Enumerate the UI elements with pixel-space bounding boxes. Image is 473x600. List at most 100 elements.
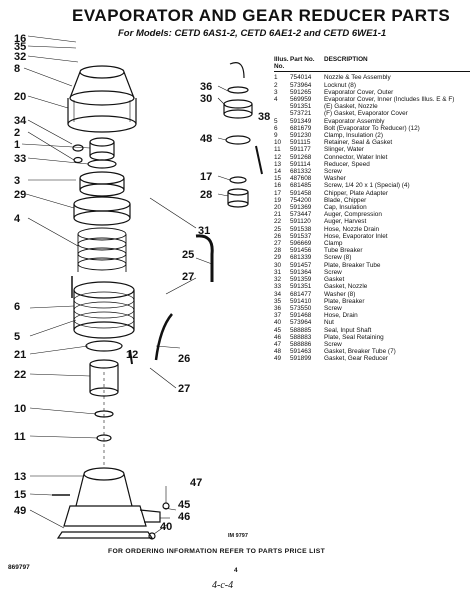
cell-part: 591265 bbox=[290, 88, 312, 96]
col-part: Part No. bbox=[290, 56, 315, 63]
cell-illus: 6 bbox=[274, 124, 278, 132]
cell-desc: Hose, Evaporator Inlet bbox=[324, 232, 388, 240]
cell-desc: Gasket, Gear Reducer bbox=[324, 355, 388, 363]
cell-part: 573721 bbox=[290, 110, 312, 118]
cell-desc: Screw bbox=[324, 304, 342, 312]
cell-desc: Evaporator Assembly bbox=[324, 117, 385, 125]
cell-illus: 45 bbox=[274, 326, 282, 334]
cell-desc: Connector, Water Inlet bbox=[324, 153, 388, 161]
cell-part: 591457 bbox=[290, 261, 312, 269]
callout-2: 2 bbox=[14, 127, 21, 139]
cell-part: 681332 bbox=[290, 168, 312, 176]
cell-part: 591351 bbox=[290, 103, 312, 111]
callout-25: 25 bbox=[182, 249, 195, 261]
part-hose-inlet bbox=[154, 313, 173, 361]
cell-illus: 33 bbox=[274, 283, 282, 291]
page-number: 4 bbox=[234, 567, 238, 574]
cell-illus: 25 bbox=[274, 225, 282, 233]
part-washer bbox=[72, 144, 84, 152]
col-desc: DESCRIPTION bbox=[324, 56, 368, 63]
cell-illus: 13 bbox=[274, 160, 282, 168]
cell-illus bbox=[274, 110, 290, 117]
cell-illus: 12 bbox=[274, 153, 282, 161]
cell-desc: (F) Gasket, Evaporator Cover bbox=[324, 110, 408, 118]
cell-illus: 32 bbox=[274, 276, 282, 284]
callout-28: 28 bbox=[200, 189, 213, 201]
cell-illus: 28 bbox=[274, 247, 282, 255]
cell-part: 573964 bbox=[290, 319, 312, 327]
cell-part: 569959 bbox=[290, 96, 312, 104]
cell-desc: Plate, Breaker bbox=[324, 297, 365, 305]
cell-desc: Blade, Chipper bbox=[324, 196, 367, 204]
callout-32: 32 bbox=[14, 51, 27, 63]
callout-45: 45 bbox=[178, 499, 191, 511]
table-row: 26 591537 Hose, Evaporator Inlet bbox=[274, 233, 470, 240]
cell-desc: Plate, Breaker Tube bbox=[324, 261, 381, 269]
part-locknut bbox=[73, 156, 83, 164]
part-insulation-cap bbox=[67, 98, 137, 133]
cell-part: 591468 bbox=[290, 312, 312, 320]
cell-part: 591537 bbox=[290, 232, 312, 240]
cell-desc: Nozzle & Tee Assembly bbox=[324, 74, 391, 82]
part-gasket-breaker bbox=[225, 135, 251, 145]
cell-part: 591364 bbox=[290, 268, 312, 276]
cell-part: 591458 bbox=[290, 189, 312, 197]
cell-desc: Screw (8) bbox=[324, 254, 352, 262]
cell-illus: 2 bbox=[274, 81, 278, 89]
cell-desc: Slinger, Water bbox=[324, 146, 364, 154]
callout-33: 33 bbox=[14, 153, 27, 165]
cell-illus: 34 bbox=[274, 290, 282, 298]
cell-desc: Auger, Compression bbox=[324, 211, 382, 219]
cell-illus: 26 bbox=[274, 232, 282, 240]
cell-illus: 22 bbox=[274, 218, 282, 226]
cell-part: 596669 bbox=[290, 240, 312, 248]
cell-part: 591268 bbox=[290, 153, 312, 161]
cell-part: 591369 bbox=[290, 204, 312, 212]
cell-desc: Gasket, Nozzle bbox=[324, 283, 368, 291]
part-evaporator bbox=[73, 281, 135, 339]
handwritten-note: 4-c-4 bbox=[212, 580, 234, 591]
cell-desc: Clamp bbox=[324, 240, 343, 248]
cell-illus: 3 bbox=[274, 88, 278, 96]
callout-27-lower: 27 bbox=[178, 383, 191, 395]
exploded-view-diagram bbox=[21, 35, 263, 540]
cell-desc: Hose, Drain bbox=[324, 312, 358, 320]
callout-20: 20 bbox=[14, 91, 27, 103]
cell-desc: Auger, Harvest bbox=[324, 218, 367, 226]
callout-6: 6 bbox=[14, 301, 21, 313]
cell-desc: Clamp, Insulation (2) bbox=[324, 132, 383, 140]
part-plate-adapter bbox=[229, 176, 247, 184]
cell-illus: 5 bbox=[274, 117, 278, 125]
cell-desc: Chipper, Plate Adapter bbox=[324, 189, 388, 197]
cell-part: 588885 bbox=[290, 326, 312, 334]
part-cover-inner bbox=[73, 196, 131, 226]
table-row: 573721 (F) Gasket, Evaporator Cover bbox=[274, 110, 470, 117]
callout-48: 48 bbox=[200, 133, 213, 145]
part-hose-drain bbox=[195, 234, 214, 282]
cell-desc: Plate, Seal Retaining bbox=[324, 333, 384, 341]
part-drain-fitting bbox=[223, 62, 253, 119]
cell-desc: Reducer, Speed bbox=[324, 160, 370, 168]
cell-illus: 40 bbox=[274, 319, 282, 327]
callout-5: 5 bbox=[14, 331, 21, 343]
cell-illus: 48 bbox=[274, 348, 282, 356]
cell-desc: Screw, 1/4 20 x 1 (Special) (4) bbox=[324, 182, 410, 190]
callout-4: 4 bbox=[14, 213, 21, 225]
diagram-code: IM 9797 bbox=[228, 533, 248, 539]
cell-part: 573550 bbox=[290, 304, 312, 312]
document-number: 869797 bbox=[8, 564, 30, 571]
cell-desc: Screw bbox=[324, 268, 342, 276]
cell-desc: Seal, Input Shaft bbox=[324, 326, 372, 334]
cell-desc: Gasket, Breaker Tube (7) bbox=[324, 348, 396, 356]
